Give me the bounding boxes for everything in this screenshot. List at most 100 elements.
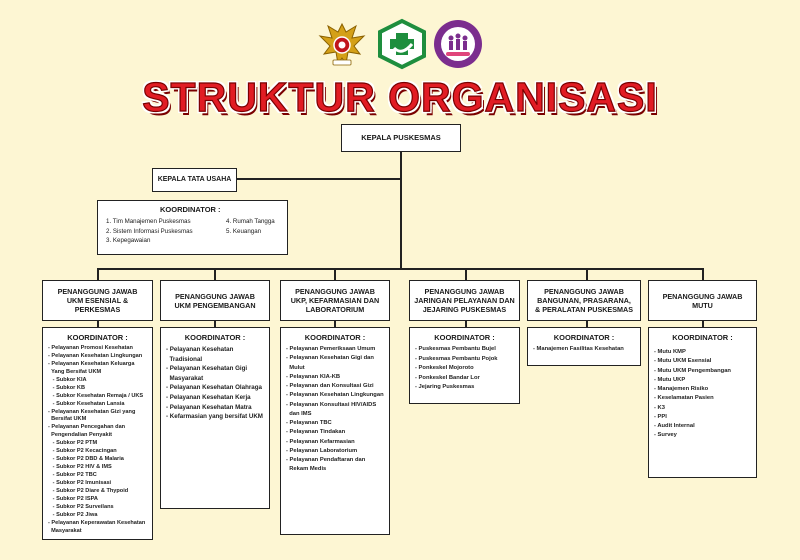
admin-coordinator-box: KOORDINATOR : 1. Tim Manajemen Puskesmas… <box>97 200 288 255</box>
coordinator-item: - Kefarmasian yang bersifat UKM <box>166 413 263 421</box>
coordinator-item: - Pelayanan Laboratorium <box>286 447 358 454</box>
coordinator-item: - Ponkeskel Mojoroto <box>415 365 474 372</box>
coordinator-list: - Pelayanan Promosi Kesehatan- Pelayanan… <box>43 345 152 536</box>
admin-item: 2. Sistem Informasi Puskesmas <box>106 227 193 235</box>
coordinator-item: - Pelayanan Kesehatan Olahraga <box>166 384 262 392</box>
coordinator-item: - Subkor Kesehatan Remaja / UKS <box>48 392 144 399</box>
coordinator-item: - Pelayanan Kesehatan Keluarga <box>48 360 135 367</box>
coordinator-item: - Subkor P2 HIV & IMS <box>48 464 112 471</box>
coordinator-list: - Puskesmas Pembantu Bujel - Puskesmas Pe… <box>410 345 519 393</box>
unit-header-line: BANGUNAN, PRASARANA, <box>537 296 631 305</box>
coordinator-item: - Puskesmas Pembantu Pojok <box>415 355 498 362</box>
coordinator-title: KOORDINATOR : <box>67 333 128 342</box>
unit-header-line: JEJARING PUSKESMAS <box>422 305 507 314</box>
coordinator-item: - Mutu UKM Pengembangan <box>654 367 731 374</box>
coordinator-item: - Manajemen Fasilitas Kesehatan <box>533 346 624 352</box>
coordinator-item: - Pelayanan Kesehatan Gizi yang <box>48 408 136 415</box>
coordinator-item: - Puskesmas Pembantu Bujel <box>415 346 496 352</box>
coordinator-item: Tradisional <box>166 355 203 363</box>
coordinator-item: - Subkor P2 DBD & Malaria <box>48 456 124 463</box>
unit-header-line: UKM ESENSIAL & PERKESMAS <box>66 296 129 314</box>
coordinator-item: Masyarakat <box>48 527 82 534</box>
unit-header-line: PENANGGUNG JAWAB <box>662 291 743 301</box>
unit-header-line: UKP, KEFARMASIAN DAN <box>290 296 380 305</box>
unit-header-line: PENANGGUNG JAWAB <box>295 287 375 296</box>
connector-gap-4 <box>465 321 467 327</box>
coordinator-item: - Mutu UKP <box>654 376 686 383</box>
coordinator-list: - Mutu KMP- Mutu UKM Esensial- Mutu UKM … <box>649 348 756 441</box>
admin-label: KEPALA TATA USAHA <box>157 175 232 183</box>
coordinator-item: - Pelayanan Kefarmasian <box>286 438 355 445</box>
coordinator-title: KOORDINATOR : <box>553 333 615 342</box>
coordinator-item: - PPI <box>654 413 667 420</box>
coordinator-item: - Subkor P2 TBC <box>48 472 97 478</box>
coordinator-item: - Pelayanan Kesehatan Lingkungan <box>48 352 143 359</box>
admin-item: 1. Tim Manajemen Puskesmas <box>106 218 191 225</box>
admin-item: 4. Rumah Tangga <box>226 218 275 225</box>
coordinator-item: - Subkor P2 ISPA <box>48 495 98 502</box>
admin-col2: 4. Rumah Tangga 5. Keuangan <box>226 217 275 246</box>
coordinator-item: - Subkor Kesehatan Lansia <box>48 400 125 407</box>
coordinator-item: - Subkor P2 Jiwa <box>48 511 98 518</box>
connector-unit-3 <box>334 268 336 280</box>
connector-units-bus <box>97 268 703 270</box>
coordinator-item: - K3 <box>654 404 665 411</box>
coordinator-item: - Pelayanan KIA-KB <box>286 373 341 380</box>
connector-unit-2 <box>214 268 216 280</box>
coordinator-item: - Pelayanan dan Konsultasi Gizi <box>286 383 374 390</box>
coordinator-item: - Pelayanan Pemeriksaan Umum <box>286 346 376 352</box>
coordinator-item: Rekam Medis <box>286 466 327 473</box>
unit-header-line: PENANGGUNG JAWAB <box>424 287 505 296</box>
unit-header-line: UKM PENGEMBANGAN <box>174 300 256 310</box>
connector-gap-3 <box>334 321 336 327</box>
coordinator-item: - Pelayanan Kesehatan Matra <box>166 403 252 411</box>
coordinator-item: - Pelayanan Pendaftaran dan <box>286 457 366 464</box>
head-label: KEPALA PUSKESMAS <box>361 133 441 143</box>
coordinator-item: - Manajemen Risiko <box>654 386 709 393</box>
coordinator-item: - Subkor P2 Surveilans <box>48 503 114 510</box>
coordinator-title: KOORDINATOR : <box>434 333 495 342</box>
coordinator-item: - Pelayanan Konsultasi HIV/AIDS <box>286 401 377 408</box>
coordinator-item: - Pelayanan Pencegahan dan <box>48 424 126 431</box>
connector-unit-5 <box>586 268 588 280</box>
coordinator-item: - Subkor KB <box>48 384 85 391</box>
coordinator-item: dan IMS <box>286 410 312 417</box>
coordinator-item: - Pelayanan Promosi Kesehatan <box>48 345 133 351</box>
coordinator-item: Mulut <box>286 364 305 371</box>
connector-unit-6 <box>702 268 704 280</box>
admin-item: 5. Keuangan <box>226 227 262 235</box>
admin-box: KEPALA TATA USAHA <box>152 168 237 192</box>
coordinator-item: - Jejaring Puskesmas <box>415 384 475 391</box>
circle-puskesmas-seal-icon <box>432 18 484 70</box>
coordinator-item: - Pelayanan Tindakan <box>286 429 346 436</box>
connector-unit-1 <box>97 268 99 280</box>
connector-gap-2 <box>214 321 216 327</box>
unit-coordinator-jaringan: KOORDINATOR : - Puskesmas Pembantu Bujel… <box>409 327 520 404</box>
connector-admin <box>236 178 401 180</box>
unit-header-line: PENANGGUNG JAWAB <box>175 291 255 301</box>
unit-header-line: PENANGGUNG JAWAB <box>544 287 624 296</box>
coordinator-item: - Pelayanan Kesehatan Lingkungan <box>286 392 384 399</box>
coordinator-item: - Subkor KIA <box>48 376 87 383</box>
coordinator-title: KOORDINATOR : <box>304 333 366 342</box>
coordinator-item: - Pelayanan TBC <box>286 420 332 427</box>
unit-coordinator-ukm-pengembangan: KOORDINATOR : - Pelayanan Kesehatan Trad… <box>160 327 270 509</box>
connector-gap-1 <box>97 321 99 327</box>
admin-col1: 1. Tim Manajemen Puskesmas 2. Sistem Inf… <box>106 217 226 246</box>
admin-item: 3. Kepegawaian <box>106 237 151 245</box>
unit-coordinator-ukm-esensial: KOORDINATOR : - Pelayanan Promosi Keseha… <box>42 327 153 540</box>
coordinator-item: - Subkor P2 PTM <box>48 440 98 447</box>
coordinator-item: - Pelayanan Kesehatan Kerja <box>166 394 251 402</box>
coordinator-item: - Subkor P2 Diare & Thypoid <box>48 487 129 494</box>
coordinator-item: - Subkor P2 Kecacingan <box>48 448 117 455</box>
coordinator-list: - Pelayanan Pemeriksaan Umum - Pelayanan … <box>281 345 389 475</box>
unit-header-line: PENANGGUNG JAWAB <box>57 287 138 296</box>
coordinator-list: - Manajemen Fasilitas Kesehatan <box>528 345 640 353</box>
unit-header-line: & PERALATAN PUSKESMAS <box>535 305 633 314</box>
unit-header-line: MUTU <box>692 300 713 310</box>
